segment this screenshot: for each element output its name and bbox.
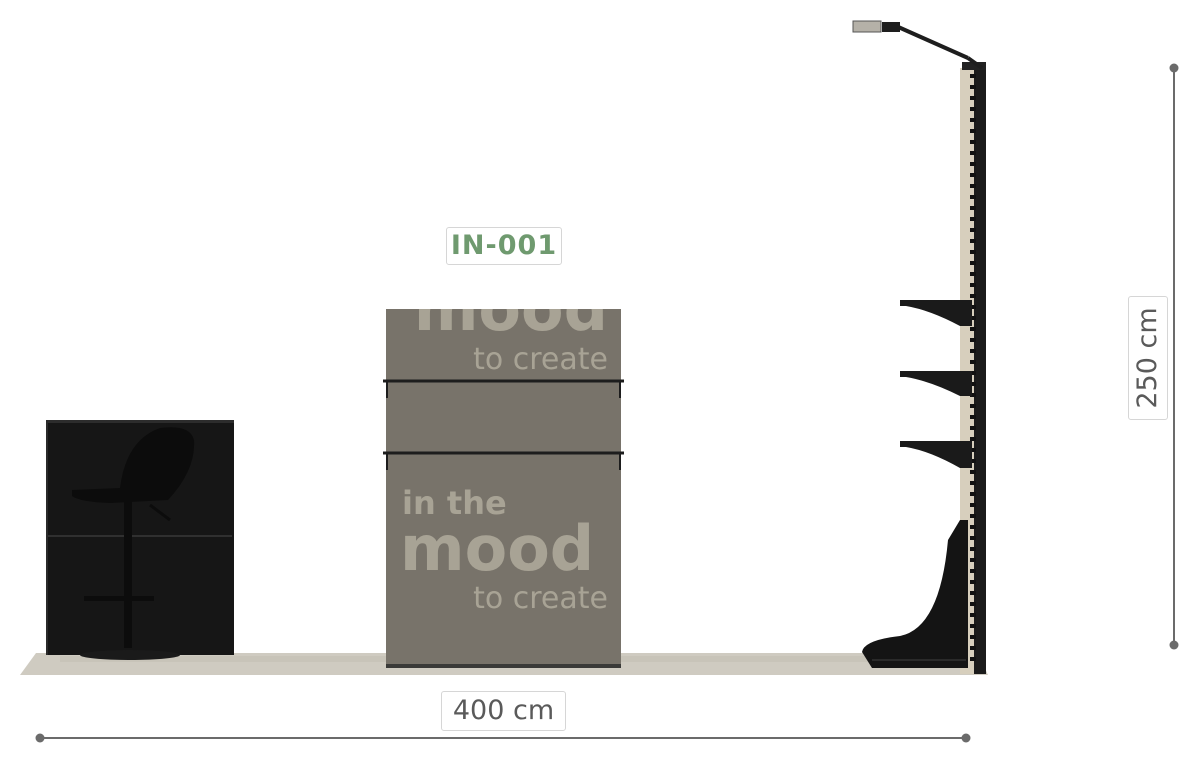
wall-slat: [970, 624, 976, 628]
wall-slat: [970, 415, 976, 419]
counter-print-in-the: in the: [402, 484, 507, 522]
wall-slat: [970, 503, 976, 507]
wall-slat: [970, 96, 976, 100]
wall-slat: [970, 613, 976, 617]
wall-slat: [970, 481, 976, 485]
shelf-bottom: [900, 441, 972, 468]
wall-slat: [970, 206, 976, 210]
wall-slat: [970, 173, 976, 177]
height-dimension-label-box: 250 cm: [1128, 296, 1168, 420]
wall-slat: [970, 492, 976, 496]
wall-slat: [970, 470, 976, 474]
wall-slats: [970, 74, 976, 661]
wall-slat: [970, 184, 976, 188]
wall-slat: [970, 239, 976, 243]
shelf-middle: [900, 371, 972, 396]
wall-slat: [970, 250, 976, 254]
wall-slat: [970, 547, 976, 551]
wall-slat: [970, 393, 976, 397]
counter-print-to-create-top: to create: [473, 342, 608, 377]
wall-slat: [970, 85, 976, 89]
wall-slat: [970, 305, 976, 309]
counter-print-mood: mood: [400, 512, 594, 585]
wall-slat: [970, 349, 976, 353]
wall-slat: [970, 404, 976, 408]
wall-slat: [970, 261, 976, 265]
shelf-top: [900, 300, 972, 326]
wall-slat: [970, 118, 976, 122]
wall-slat: [970, 74, 976, 78]
wall-slat: [970, 459, 976, 463]
wall-slat: [970, 217, 976, 221]
wall-slat: [970, 646, 976, 650]
width-dimension: [35, 733, 971, 743]
wall-slat: [970, 536, 976, 540]
wall-slat: [970, 327, 976, 331]
wall-slat: [970, 338, 976, 342]
wall-slat: [970, 140, 976, 144]
wall-slat: [970, 272, 976, 276]
bar-stool: [72, 427, 195, 660]
wall-slat: [970, 129, 976, 133]
wall-slat: [970, 514, 976, 518]
counter-print-mood-top: mood: [414, 272, 608, 345]
wall-slat: [970, 360, 976, 364]
wall-slat: [970, 591, 976, 595]
counter-print-to-create: to create: [473, 581, 608, 616]
wall-slat: [970, 580, 976, 584]
wall-slat: [970, 448, 976, 452]
floor-display-stand: [862, 520, 968, 668]
wall-slat: [970, 283, 976, 287]
spotlight: [852, 20, 984, 70]
wall-slat: [970, 602, 976, 606]
height-dimension-label: 250 cm: [1132, 307, 1163, 409]
wall-slat: [970, 426, 976, 430]
wall-slat: [970, 371, 976, 375]
wall-slat: [970, 382, 976, 386]
wall-slat: [970, 525, 976, 529]
height-dimension: [1169, 63, 1179, 650]
wall-slat: [970, 228, 976, 232]
booth-code-label: IN-001: [446, 227, 562, 265]
wall-slat: [970, 195, 976, 199]
wall-slat: [970, 635, 976, 639]
wall-slat: [970, 558, 976, 562]
wall-slat: [970, 162, 976, 166]
wall-slat: [970, 569, 976, 573]
wall-slat: [970, 294, 976, 298]
counter: mood to create in the mood to create: [383, 272, 624, 668]
wall-slat: [970, 151, 976, 155]
wall-slat: [970, 107, 976, 111]
width-dimension-label: 400 cm: [441, 691, 566, 731]
wall-slat: [970, 316, 976, 320]
wall-slat: [970, 657, 976, 661]
wall-slat: [970, 437, 976, 441]
